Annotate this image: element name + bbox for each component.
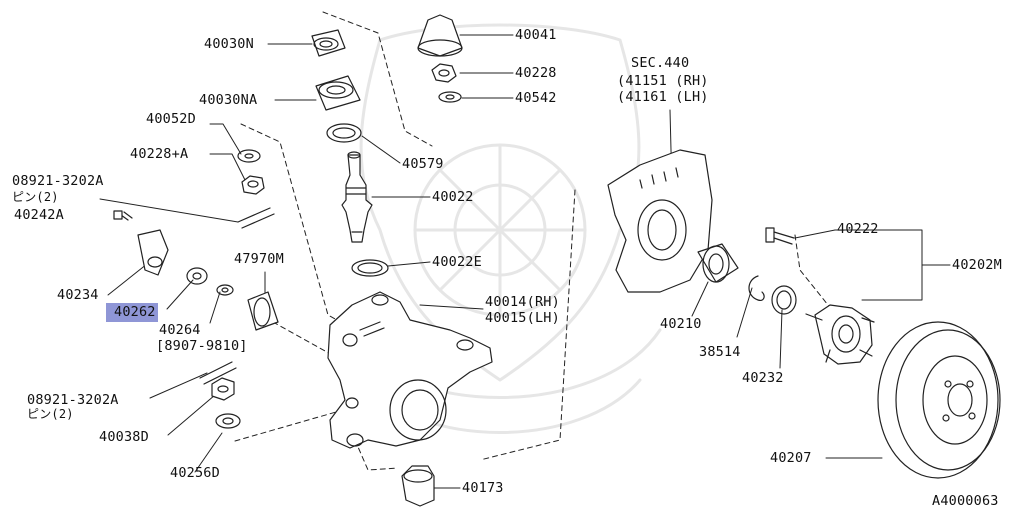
boot-40041: [417, 14, 463, 57]
leader-lines: [99, 34, 951, 489]
label-41161: (41161 (LH): [617, 89, 709, 105]
label-40234: 40234: [57, 287, 99, 303]
label-pin-bottom: ピン(2): [27, 407, 74, 421]
label-40228: 40228: [515, 65, 557, 81]
label-sec440: SEC.440: [631, 55, 690, 71]
label-pin-top: ピン(2): [12, 190, 59, 204]
label-40052D: 40052D: [146, 111, 196, 127]
hub-40202M: [805, 304, 875, 365]
seal-40022E: [351, 259, 389, 277]
label-40038D: 40038D: [99, 429, 149, 445]
label-40022E: 40022E: [432, 254, 482, 270]
bracket-40234: [137, 229, 169, 276]
label-08921-top: 08921-3202A: [12, 173, 104, 189]
label-40242A: 40242A: [14, 207, 64, 223]
label-40014: 40014(RH): [485, 294, 560, 310]
label-40264-range: [8907-9810]: [156, 338, 248, 354]
label-40264: 40264: [159, 322, 201, 338]
nut-40228A: [241, 175, 265, 195]
bearing-40030N: [311, 29, 346, 57]
washer-40256D: [215, 413, 241, 429]
pin-08921-top: [237, 207, 275, 229]
bolt-40242A: [113, 210, 133, 221]
label-40262: 40262: [106, 303, 158, 322]
seal-40232: [771, 285, 797, 315]
label-40542: 40542: [515, 90, 557, 106]
label-40207: 40207: [770, 450, 812, 466]
ball-joint-40022: [341, 151, 373, 243]
bearing-40210: [697, 243, 739, 283]
label-41151: (41151 (RH): [617, 73, 709, 89]
label-38514: 38514: [699, 344, 741, 360]
label-40222: 40222: [837, 221, 879, 237]
label-08921-bottom: 08921-3202A: [27, 392, 119, 408]
rotor-40207: [877, 321, 1001, 479]
label-40228A: 40228+A: [130, 146, 189, 162]
label-40579: 40579: [402, 156, 444, 172]
washer-40542: [438, 91, 462, 103]
bearing-40030NA: [315, 75, 361, 111]
nut-40262: [186, 267, 208, 285]
label-40210: 40210: [660, 316, 702, 332]
label-40202M: 40202M: [952, 257, 1002, 273]
nut-40038D: [211, 377, 235, 401]
pin-08921-bottom: [199, 361, 237, 385]
label-40041: 40041: [515, 27, 557, 43]
label-47970M: 47970M: [234, 251, 284, 267]
label-40015: 40015(LH): [485, 310, 560, 326]
label-40030N: 40030N: [204, 36, 254, 52]
washer-40264: [216, 284, 234, 296]
label-40030NA: 40030NA: [199, 92, 258, 108]
backing-plate-41151: [607, 149, 713, 293]
label-40173: 40173: [462, 480, 504, 496]
label-40232: 40232: [742, 370, 784, 386]
knuckle-40014: [327, 291, 493, 449]
seal-47970M: [247, 291, 279, 331]
label-40256D: 40256D: [170, 465, 220, 481]
washer-40052D: [237, 149, 261, 163]
nut-40228: [431, 63, 457, 83]
snap-ring-38514: [748, 275, 765, 301]
ring-40579: [326, 123, 362, 143]
bolt-40222: [765, 227, 795, 245]
label-40022: 40022: [432, 189, 474, 205]
bushing-40173: [401, 465, 435, 507]
figure-id: A4000063: [932, 493, 999, 509]
